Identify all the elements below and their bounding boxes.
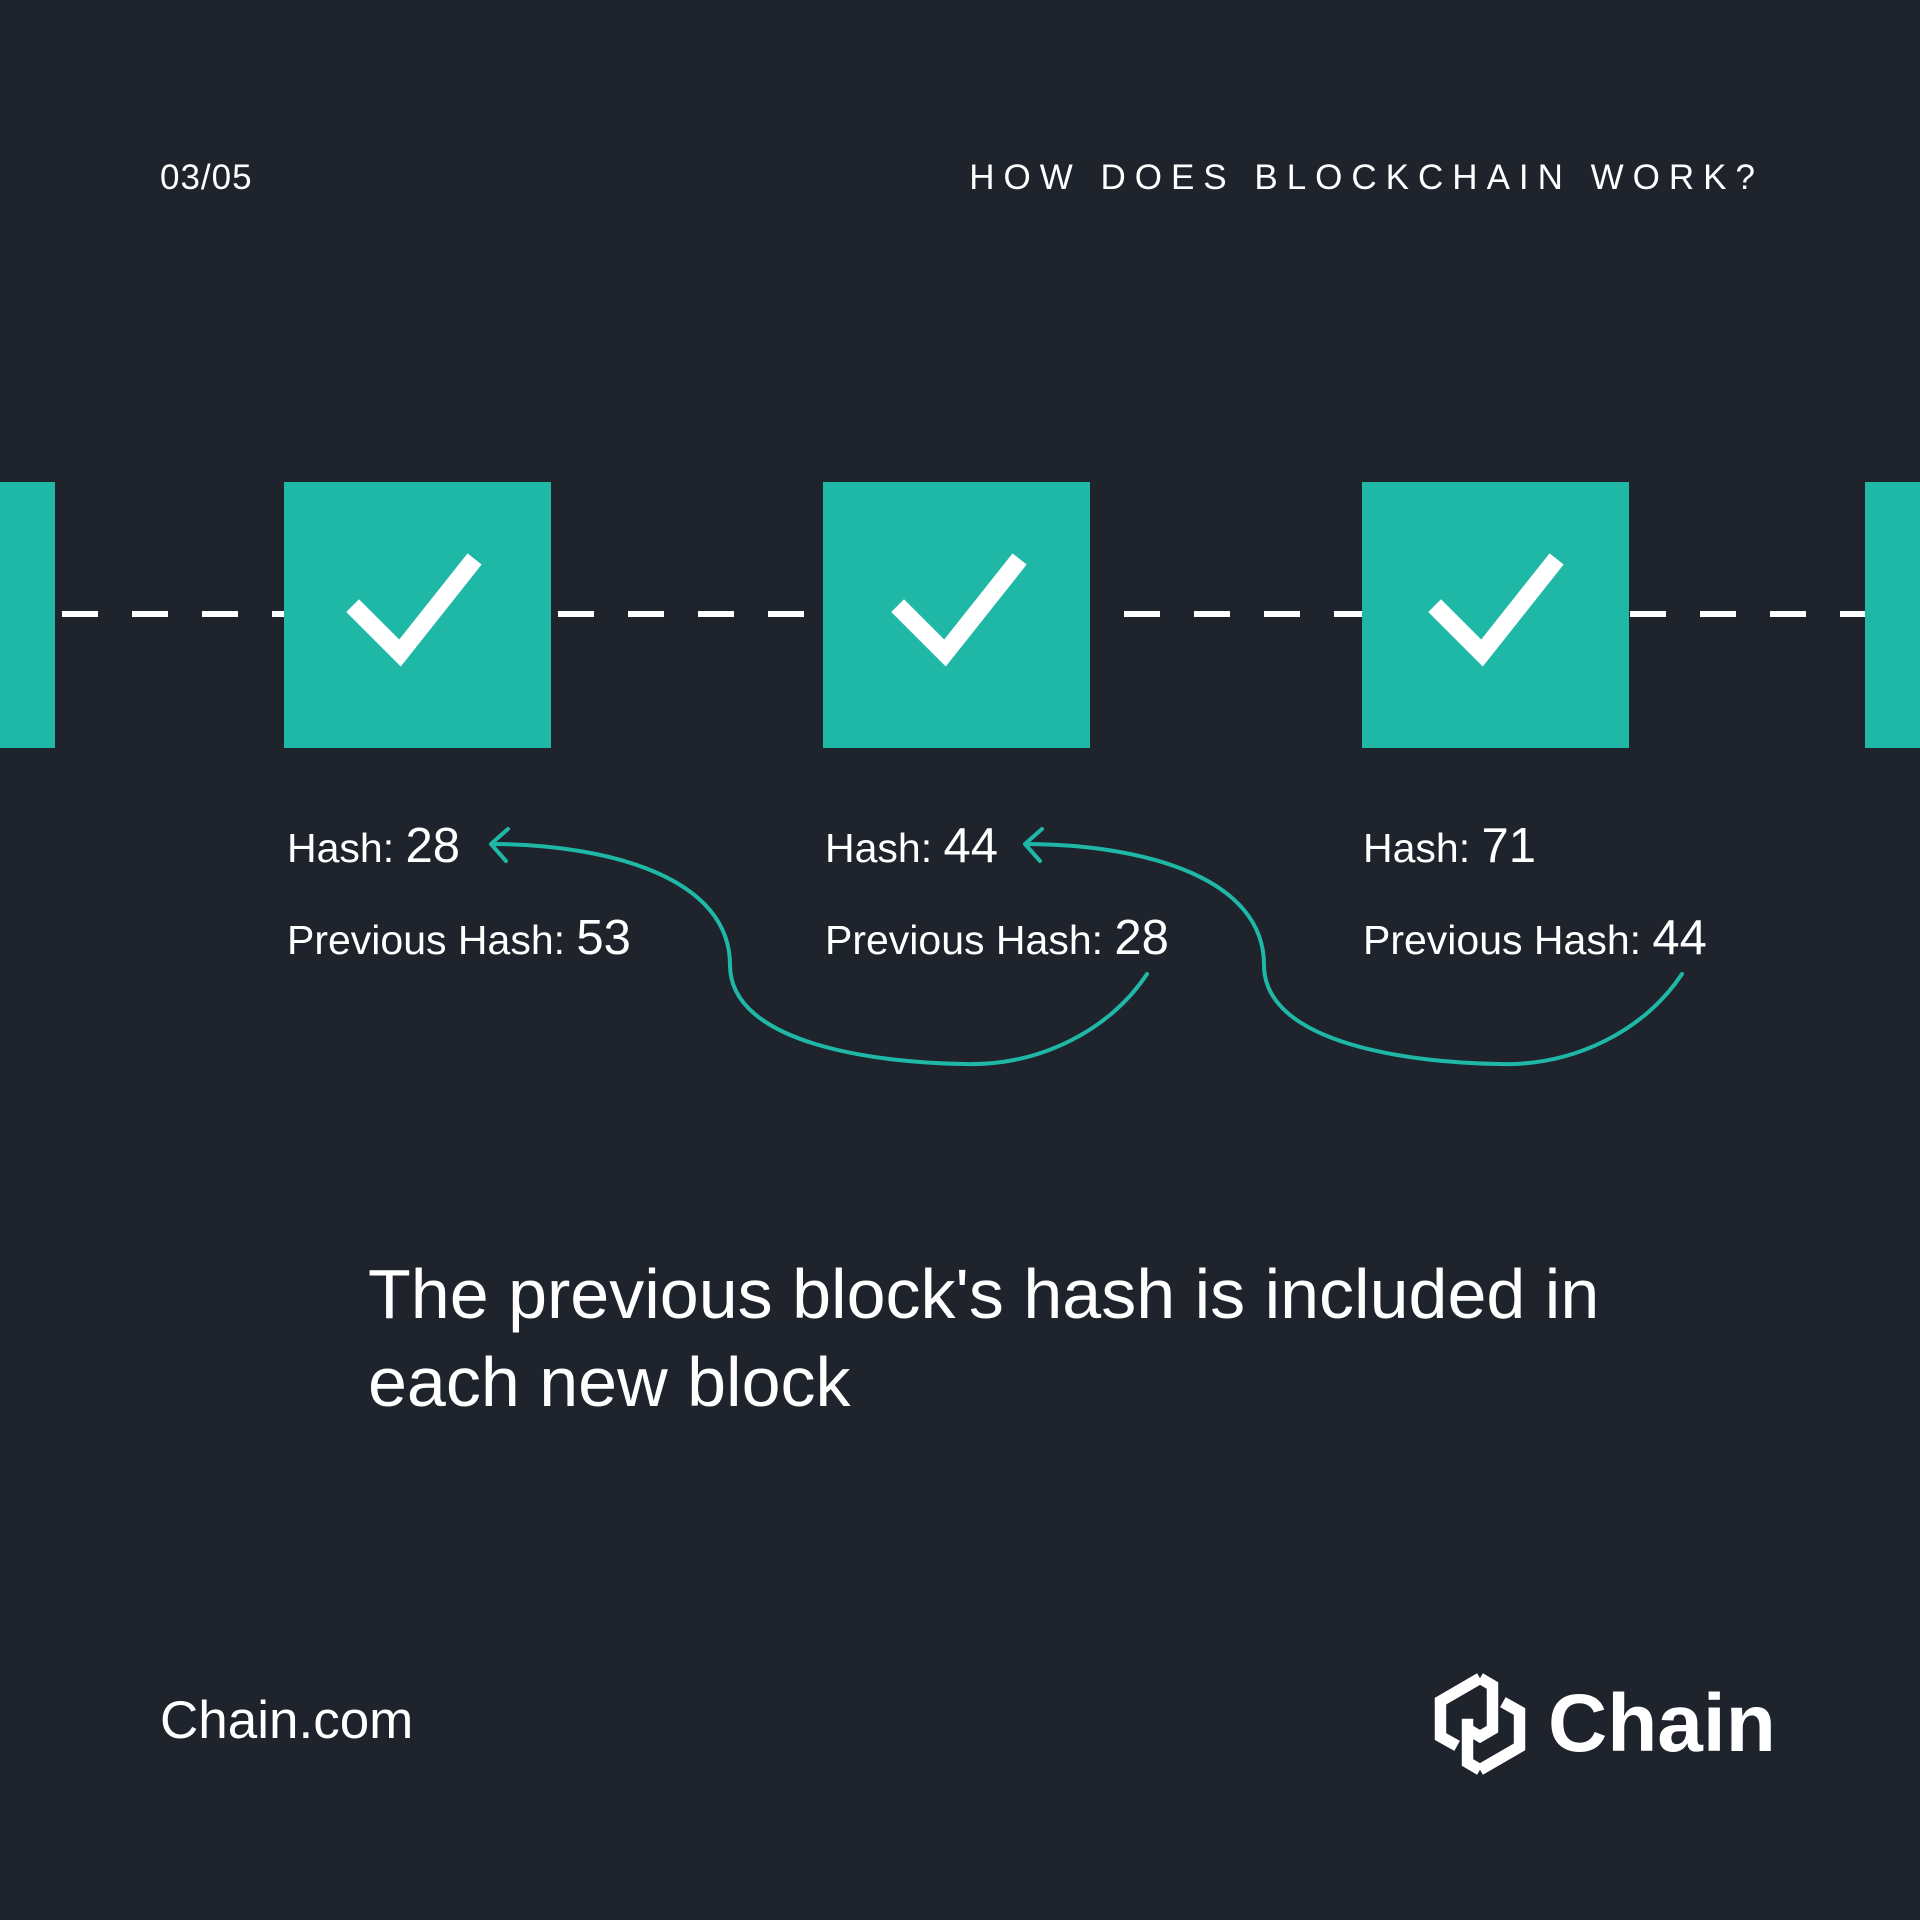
- hexagon-chain-icon: [1434, 1673, 1526, 1775]
- block-3-previous-hash: Previous Hash: 44: [1363, 910, 1707, 966]
- hash-value: 28: [405, 819, 461, 873]
- logo-wordmark: Chain: [1548, 1678, 1776, 1769]
- block-3: [1362, 482, 1629, 748]
- hash-label: Hash:: [825, 825, 933, 871]
- block-1: [284, 482, 551, 748]
- block-square: [284, 482, 551, 748]
- partial-block-right: [1865, 482, 1920, 748]
- partial-block-left: [0, 482, 55, 748]
- hash-arrow-1: [489, 827, 1149, 1067]
- block-square: [1362, 482, 1629, 748]
- block-3-hash: Hash: 71: [1363, 818, 1536, 874]
- previous-hash-label: Previous Hash:: [287, 917, 566, 963]
- checkmark-icon: [346, 553, 482, 667]
- block-square: [823, 482, 1090, 748]
- page-counter: 03/05: [160, 158, 253, 197]
- block-1-hash: Hash: 28: [287, 818, 460, 874]
- arrow-curve: [1026, 842, 1684, 1067]
- block-1-previous-hash: Previous Hash: 53: [287, 910, 631, 966]
- previous-hash-label: Previous Hash:: [825, 917, 1104, 963]
- hash-label: Hash:: [1363, 825, 1471, 871]
- block-2-hash: Hash: 44: [825, 818, 998, 874]
- hash-label: Hash:: [287, 825, 395, 871]
- arrowhead-icon: [489, 827, 510, 863]
- checkmark-icon: [1428, 553, 1564, 667]
- arrowhead-icon: [1023, 827, 1044, 863]
- hash-value: 71: [1481, 819, 1537, 873]
- hash-value: 44: [943, 819, 999, 873]
- previous-hash-label: Previous Hash:: [1363, 917, 1642, 963]
- block-2-previous-hash: Previous Hash: 28: [825, 910, 1169, 966]
- previous-hash-value: 28: [1114, 911, 1169, 965]
- footer-site-link[interactable]: Chain.com: [160, 1691, 414, 1750]
- previous-hash-value: 44: [1652, 911, 1707, 965]
- series-title: HOW DOES BLOCKCHAIN WORK?: [969, 158, 1764, 197]
- chain-logo: Chain: [1428, 1672, 1776, 1776]
- previous-hash-value: 53: [576, 911, 631, 965]
- arrow-curve: [492, 842, 1149, 1067]
- block-2: [823, 482, 1090, 748]
- caption: The previous block's hash is included in…: [368, 1255, 1600, 1421]
- checkmark-icon: [891, 553, 1027, 667]
- hash-arrow-2: [1023, 827, 1684, 1067]
